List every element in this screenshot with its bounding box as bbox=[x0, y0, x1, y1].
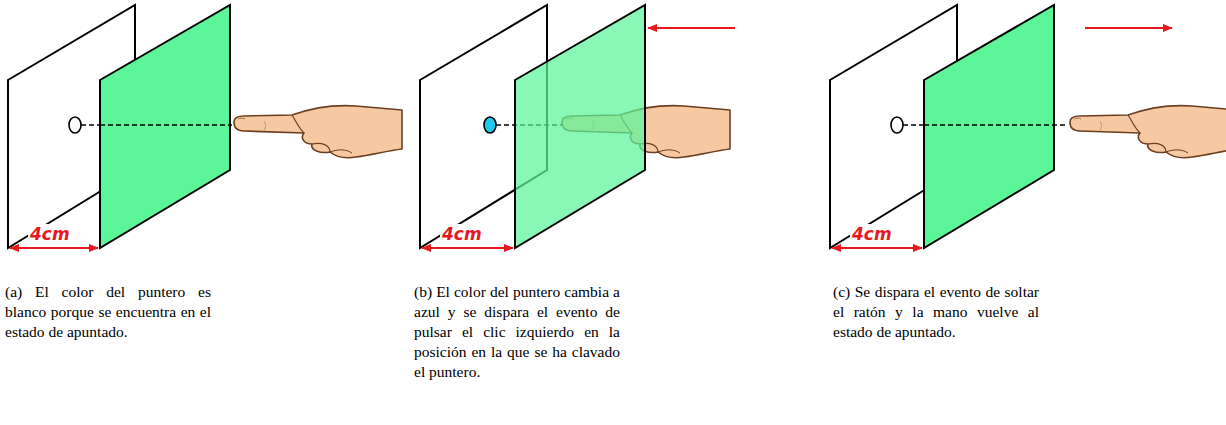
touch-plane bbox=[100, 5, 230, 248]
panel-c bbox=[830, 5, 1226, 248]
subcaption: (c) Se dispara el evento de soltar el ra… bbox=[833, 282, 1039, 342]
panel-b bbox=[420, 5, 735, 248]
dimension-label: 4cm bbox=[850, 224, 894, 244]
touch-plane bbox=[515, 5, 645, 248]
pointer bbox=[891, 117, 903, 133]
pointer bbox=[484, 117, 496, 133]
subcaption: (b) El color del puntero cambia a azul y… bbox=[414, 282, 620, 382]
dimension-arrow bbox=[422, 247, 513, 249]
dimension-arrow bbox=[832, 247, 922, 249]
touch-plane bbox=[924, 5, 1054, 248]
panel-a bbox=[8, 5, 402, 248]
motion-arrow bbox=[1085, 27, 1172, 29]
dimension-label: 4cm bbox=[28, 224, 72, 244]
dimension-arrow bbox=[10, 247, 98, 249]
pointer bbox=[69, 117, 81, 133]
dimension-label: 4cm bbox=[440, 224, 484, 244]
subcaption: (a) El color del puntero es blanco porqu… bbox=[5, 282, 211, 342]
motion-arrow bbox=[648, 27, 735, 29]
